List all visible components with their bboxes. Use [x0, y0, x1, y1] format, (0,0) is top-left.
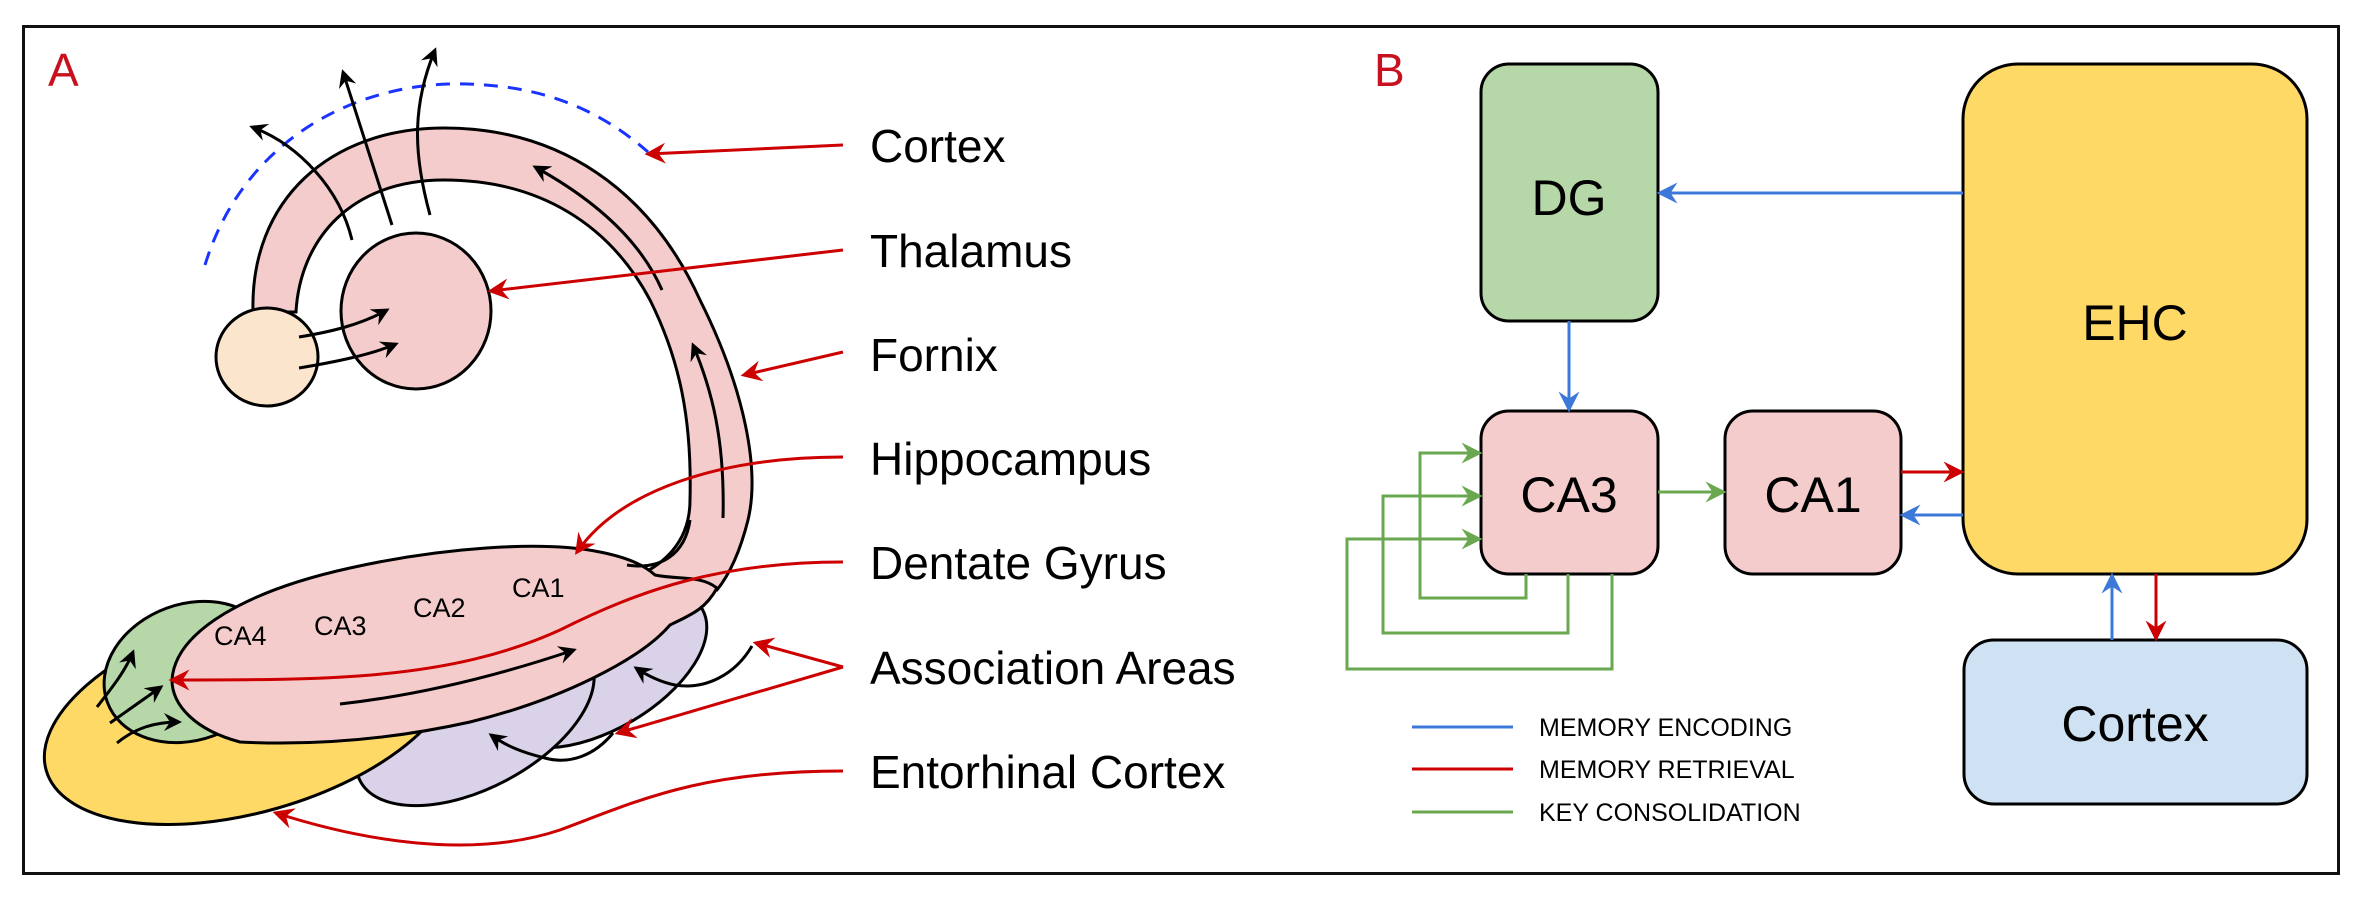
legend-label-retrieval: MEMORY RETRIEVAL [1539, 756, 1795, 784]
ca2-label: CA2 [413, 593, 466, 623]
mammillary-thalamus-arrow-1 [298, 308, 390, 339]
association-arrow-upper [633, 645, 754, 688]
node-ca3-label: CA3 [1520, 467, 1617, 523]
projection-arrow-2 [339, 69, 394, 226]
association-arrow-lower [488, 732, 615, 762]
fornix-shape [251, 126, 754, 592]
node-ca3: CA3 [1479, 409, 1660, 576]
label-association-areas: Association Areas [870, 642, 1236, 694]
ca1-label: CA1 [512, 573, 565, 603]
hippocampus-shape [170, 544, 719, 745]
label-entorhinal-cortex: Entorhinal Cortex [870, 746, 1225, 798]
label-thalamus: Thalamus [870, 225, 1072, 277]
panel-b: B DG CA3 CA1 EHC Cortex [1345, 44, 2309, 827]
dg-input-arrow-2 [109, 685, 164, 725]
ca3-recurrent-loop-2 [1381, 485, 1570, 635]
label-dentate-gyrus: Dentate Gyrus [870, 537, 1167, 589]
node-cortex-label: Cortex [2061, 696, 2208, 752]
legend-label-encoding: MEMORY ENCODING [1539, 714, 1792, 742]
hippocampus-flow-arrow [339, 646, 577, 706]
entorhinal-leader-arrow [272, 769, 844, 847]
thalamus-shape [339, 231, 493, 391]
panel-a-letter: A [48, 44, 79, 96]
projection-arrow-3 [416, 47, 438, 216]
label-hippocampus: Hippocampus [870, 433, 1151, 485]
node-ca1-label: CA1 [1764, 467, 1861, 523]
hippocampus-leader-arrow [575, 455, 844, 555]
ca3-recurrent-loop-1 [1418, 442, 1528, 600]
node-dg-label: DG [1532, 170, 1607, 226]
label-cortex: Cortex [870, 120, 1005, 172]
thalamus-leader-arrow [487, 248, 844, 300]
node-ehc: EHC [1961, 62, 2309, 576]
label-fornix: Fornix [870, 329, 998, 381]
panel-a: A CA4 [42, 44, 1236, 847]
mammillary-body-shape [214, 306, 320, 408]
projection-arrow-1 [249, 123, 354, 241]
cortex-leader-arrow [644, 142, 844, 164]
fornix-leader-arrow [740, 350, 844, 382]
panel-b-letter: B [1374, 44, 1405, 96]
fornix-flow-arrow-lower [690, 342, 725, 519]
association-leader-arrow-2 [614, 665, 844, 739]
ca3-label: CA3 [314, 611, 367, 641]
ca4-label: CA4 [214, 621, 267, 651]
dg-input-arrow-3 [116, 713, 182, 745]
node-cortex: Cortex [1962, 638, 2309, 806]
dentate-gyrus-leader-arrow [168, 560, 844, 691]
legend: MEMORY ENCODING MEMORY RETRIEVAL KEY CON… [1412, 714, 1801, 827]
node-dg: DG [1479, 62, 1660, 323]
legend-label-consolidation: KEY CONSOLIDATION [1539, 799, 1801, 827]
dg-input-arrow-1 [95, 649, 136, 708]
node-ehc-label: EHC [2082, 295, 2188, 351]
ca3-recurrent-loop-3 [1345, 528, 1614, 671]
node-ca1: CA1 [1723, 409, 1903, 576]
hippocampus-fornix-junction [626, 519, 692, 568]
association-leader-arrow-1 [752, 637, 844, 669]
mammillary-thalamus-arrow-2 [298, 341, 399, 370]
